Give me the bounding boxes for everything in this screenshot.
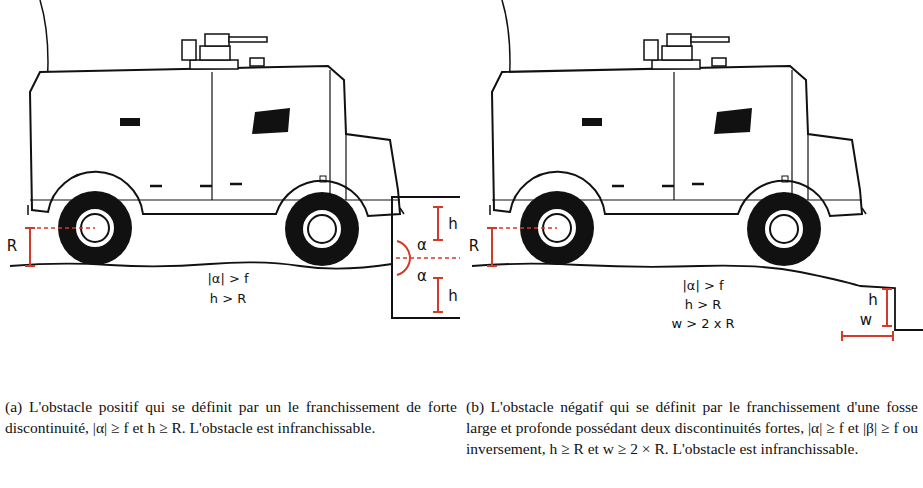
panel-b-drawing xyxy=(472,0,923,341)
dimension-label: h xyxy=(868,293,878,308)
dimension-label: R xyxy=(469,239,479,254)
dimension-label: w > 2 x R xyxy=(671,317,734,330)
dimension-label: α xyxy=(417,238,427,253)
dimension-label: |α| > f xyxy=(207,272,248,285)
dimension-label: w xyxy=(860,313,872,328)
dimension-label: h > R xyxy=(685,298,721,311)
dimension-label: h > R xyxy=(210,292,246,305)
panel-a-drawing xyxy=(10,0,460,318)
dimension-label: h xyxy=(448,289,458,304)
figure-caption: (b) L'obstacle négatif qui se définit pa… xyxy=(466,396,918,459)
figure-caption: (a) L'obstacle positif qui se définit pa… xyxy=(5,396,457,438)
dimension-label: R xyxy=(7,239,17,254)
dimension-label: |α| > f xyxy=(682,279,723,292)
dimension-label: α xyxy=(417,269,427,284)
dimension-label: h xyxy=(448,217,458,232)
